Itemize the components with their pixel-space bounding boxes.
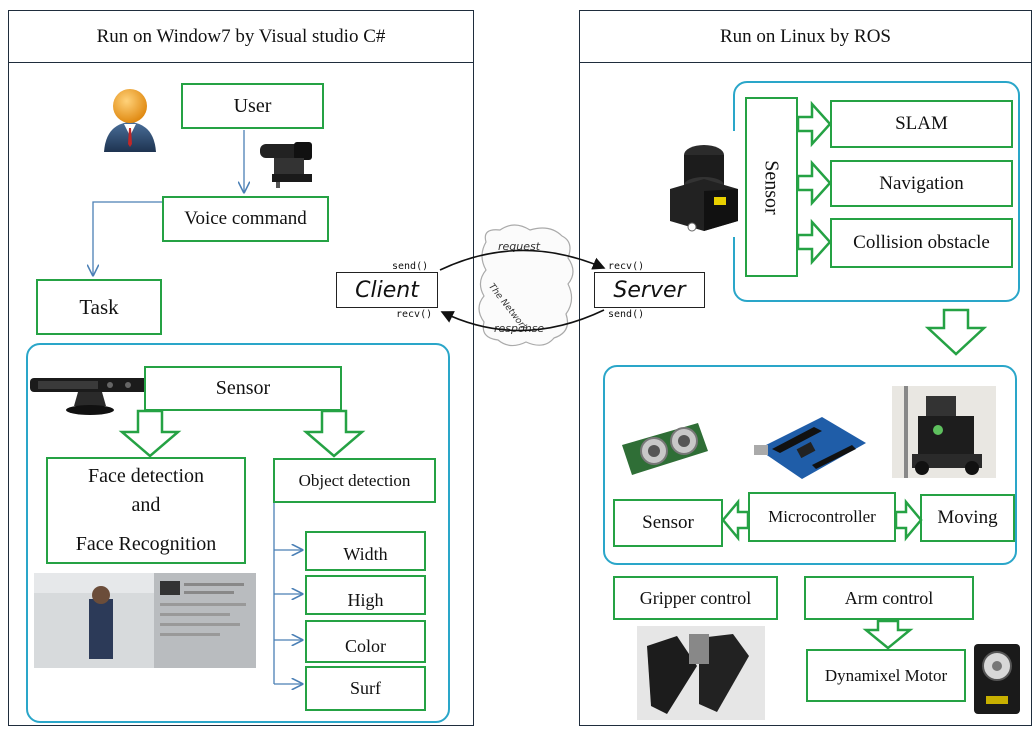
navigation-label: Navigation <box>879 172 964 194</box>
client-box: Client <box>336 272 438 308</box>
lidar-sensor-image <box>664 131 744 237</box>
moving-label: Moving <box>937 507 998 529</box>
collision-obstacle-box: Collision obstacle <box>830 218 1013 268</box>
client-label: Client <box>355 277 419 303</box>
task-box: Task <box>36 279 162 335</box>
client-recv-label: recv() <box>396 309 433 320</box>
arduino-board-image <box>752 409 870 487</box>
left-vision-frame <box>26 343 450 723</box>
gripper-image <box>637 626 765 720</box>
left-sensor-box: Sensor <box>144 366 342 411</box>
slam-label: SLAM <box>895 113 948 135</box>
right-panel-title: Run on Linux by ROS <box>719 25 892 47</box>
server-box: Server <box>594 272 705 308</box>
left-panel-title: Run on Window7 by Visual studio C# <box>96 25 386 47</box>
right-vertical-sensor-label: Sensor <box>761 159 784 215</box>
object-detection-label: Object detection <box>298 470 411 490</box>
right-panel: Run on Linux by ROS <box>579 10 1032 726</box>
left-panel: Run on Window7 by Visual studio C# <box>8 10 474 726</box>
color-label: Color <box>344 636 386 657</box>
color-box: Color <box>305 620 426 663</box>
task-label: Task <box>79 294 119 319</box>
navigation-box: Navigation <box>830 160 1013 207</box>
right-panel-header: Run on Linux by ROS <box>580 11 1031 63</box>
slam-box: SLAM <box>830 100 1013 148</box>
dynamixel-motor-image <box>966 638 1028 718</box>
gripper-control-box: Gripper control <box>613 576 778 620</box>
arm-control-label: Arm control <box>844 587 934 608</box>
right-sensor-box: Sensor <box>613 499 723 547</box>
face-and-label: and <box>131 494 161 516</box>
right-sensor-label: Sensor <box>642 512 694 534</box>
high-label: High <box>347 590 384 611</box>
right-control-frame <box>603 365 1017 565</box>
face-recognition-screenshot <box>34 573 256 668</box>
width-label: Width <box>343 544 388 565</box>
server-label: Server <box>613 277 686 303</box>
voice-command-label: Voice command <box>184 208 307 230</box>
microcontroller-label: Microcontroller <box>768 507 876 527</box>
face-recognition-label: Face Recognition <box>75 533 217 555</box>
width-box: Width <box>305 531 426 571</box>
client-send-label: send() <box>392 261 429 272</box>
user-avatar-icon <box>100 84 160 154</box>
microphone-image <box>254 136 324 190</box>
voice-command-box: Voice command <box>162 196 329 242</box>
kinect-sensor-image <box>30 372 155 416</box>
request-label: request <box>498 240 541 253</box>
gripper-control-label: Gripper control <box>639 587 752 608</box>
object-detection-box: Object detection <box>273 458 436 503</box>
ultrasonic-sensor-image <box>618 415 710 483</box>
user-box: User <box>181 83 324 129</box>
user-label: User <box>233 94 272 117</box>
moving-box: Moving <box>920 494 1015 542</box>
microcontroller-box: Microcontroller <box>748 492 896 542</box>
robot-platform-image <box>892 386 996 478</box>
surf-label: Surf <box>350 678 381 699</box>
left-panel-header: Run on Window7 by Visual studio C# <box>9 11 473 63</box>
surf-box: Surf <box>305 666 426 711</box>
collision-obstacle-label: Collision obstacle <box>853 232 990 254</box>
left-sensor-label: Sensor <box>215 377 271 399</box>
dynamixel-motor-box: Dynamixel Motor <box>806 649 966 702</box>
dynamixel-motor-label: Dynamixel Motor <box>824 665 948 685</box>
arm-control-box: Arm control <box>804 576 974 620</box>
server-send-label: send() <box>608 309 645 320</box>
server-recv-label: recv() <box>608 261 645 272</box>
face-recognition-box: Face detection and Face Recognition <box>46 457 246 564</box>
face-detection-label: Face detection <box>87 465 205 487</box>
high-box: High <box>305 575 426 615</box>
right-vertical-sensor-box: Sensor <box>745 97 798 277</box>
